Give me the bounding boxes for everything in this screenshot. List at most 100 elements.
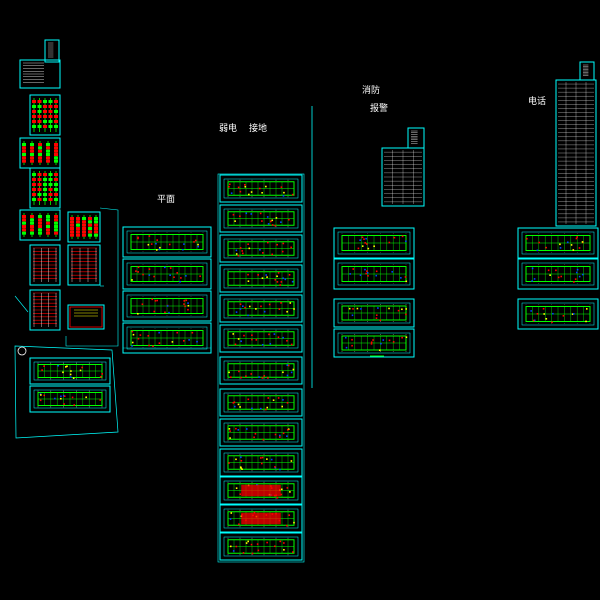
riser-device [30, 149, 34, 153]
device-symbol [258, 376, 260, 378]
device-symbol [271, 224, 274, 226]
device-symbol [283, 191, 285, 194]
device-symbol [559, 243, 561, 246]
riser-device [54, 198, 58, 201]
device-symbol [267, 397, 270, 399]
sheet-frame [219, 234, 303, 263]
device-symbol [239, 406, 241, 408]
device-symbol [239, 215, 241, 218]
device-symbol [291, 551, 294, 553]
device-symbol [63, 403, 65, 405]
device-symbol [266, 458, 268, 460]
device-symbol [156, 299, 158, 302]
north-arrow [17, 346, 27, 356]
riser-device [48, 105, 53, 108]
device-symbol [271, 219, 274, 222]
device-symbol [176, 272, 178, 274]
riser-device [22, 225, 26, 228]
riser-device [54, 218, 58, 222]
device-symbol [228, 186, 230, 188]
phone-plan-sheet-1 [517, 227, 599, 259]
fire-plan-sheet-1 [333, 227, 415, 259]
device-symbol [552, 312, 554, 315]
riser-device [54, 159, 58, 163]
device-symbol [277, 397, 280, 399]
device-symbol [279, 434, 281, 437]
sheet-inner-frame [223, 536, 299, 557]
device-symbol [265, 274, 267, 276]
sheet-inner-frame [337, 231, 411, 255]
device-symbol [148, 274, 151, 276]
device-symbol [280, 302, 282, 304]
sheet-frame [219, 356, 303, 385]
label-phone: 电话 [528, 97, 547, 107]
device-symbol [276, 275, 278, 278]
riser-device [70, 220, 74, 224]
fire-plan-sheet-4 [333, 328, 415, 358]
sheet-inner-frame [223, 452, 299, 473]
device-symbol [348, 307, 351, 310]
device-symbol [573, 281, 575, 283]
device-symbol [397, 309, 400, 312]
device-symbol [251, 334, 253, 336]
sheet-frame [29, 167, 61, 209]
device-symbol [253, 436, 255, 439]
riser-device [54, 110, 58, 113]
device-symbol [237, 338, 240, 340]
device-symbol [282, 336, 284, 339]
device-symbol [282, 399, 284, 401]
sheet-inner-frame [223, 392, 299, 413]
legend-frame [69, 306, 103, 328]
device-symbol [388, 339, 391, 342]
device-symbol [286, 428, 289, 431]
device-symbol [291, 193, 294, 196]
device-symbol [245, 212, 248, 215]
device-symbol [282, 242, 285, 245]
device-symbol [274, 433, 277, 436]
device-symbol [194, 239, 197, 242]
device-symbol [351, 338, 353, 341]
sheet-frame [219, 324, 303, 353]
device-symbol [388, 307, 390, 310]
device-symbol [63, 395, 66, 398]
device-symbol [361, 236, 364, 239]
device-symbol [183, 300, 186, 302]
sheet-frame [219, 264, 303, 293]
phone-cover-sheet [579, 61, 595, 81]
device-symbol [270, 458, 273, 461]
riser-device [22, 149, 26, 153]
device-symbol [283, 542, 285, 544]
device-symbol [79, 369, 82, 372]
device-symbol [352, 308, 354, 310]
riser-device [54, 125, 58, 128]
device-symbol [180, 277, 182, 279]
device-symbol [375, 314, 378, 316]
sheet-frame [333, 328, 415, 358]
device-symbol [39, 399, 42, 402]
device-symbol [245, 375, 247, 378]
sheet-frame [517, 298, 599, 330]
device-symbol [71, 396, 74, 399]
device-symbol [351, 344, 353, 347]
sheet-frame [555, 79, 597, 227]
device-symbol [239, 190, 242, 193]
riser-device [22, 146, 26, 150]
device-symbol [273, 545, 276, 548]
device-symbol [286, 524, 288, 527]
device-symbol [531, 267, 534, 270]
riser-device [54, 183, 58, 186]
riser-device [54, 100, 58, 103]
left-column-system-diagrams [14, 39, 119, 439]
device-symbol [62, 371, 64, 374]
device-symbol [131, 330, 134, 333]
device-symbol [570, 244, 573, 246]
riser-device [76, 233, 80, 237]
device-symbol [142, 273, 144, 276]
device-symbol [229, 376, 232, 378]
device-symbol [259, 248, 261, 251]
device-symbol [230, 512, 233, 514]
device-symbol [365, 237, 367, 240]
device-symbol [393, 236, 396, 239]
device-symbol [536, 313, 539, 315]
device-symbol [264, 408, 267, 411]
